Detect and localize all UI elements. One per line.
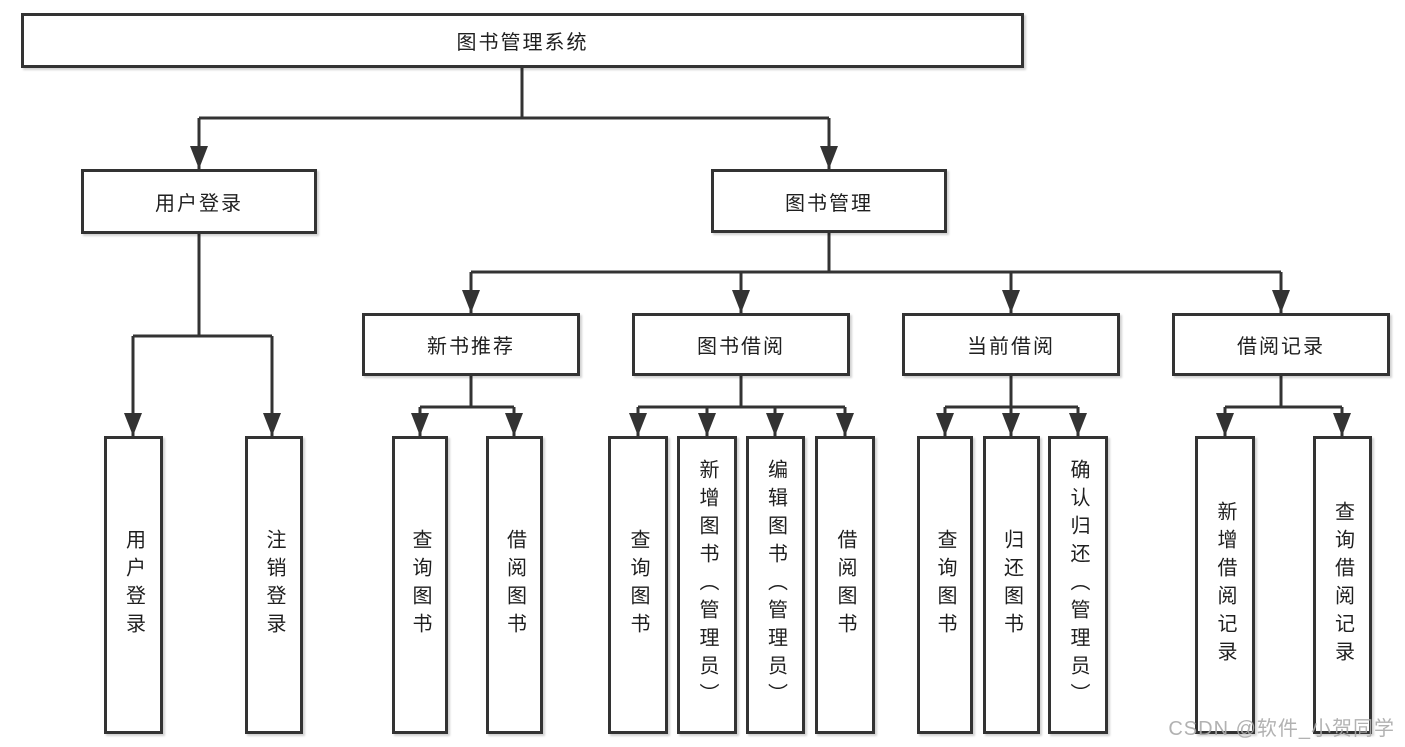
leaf-borrow-books-borrow-label: 借阅图书 — [834, 529, 856, 641]
leaf-query-borrow-record-label: 查询借阅记录 — [1331, 501, 1354, 669]
watermark: CSDN @软件_小贺同学 — [1168, 718, 1395, 740]
leaf-query-books-current-label: 查询图书 — [934, 529, 956, 641]
leaf-borrow-books-borrow: 借阅图书 — [815, 436, 875, 734]
node-root: 图书管理系统 — [21, 13, 1024, 68]
leaf-logout: 注销登录 — [245, 436, 303, 734]
leaf-confirm-return-admin: 确认归还（管理员） — [1048, 436, 1108, 734]
leaf-query-books-recommend-label: 查询图书 — [409, 529, 431, 641]
node-new-book-recommend: 新书推荐 — [362, 313, 580, 376]
leaf-confirm-return-admin-label: 确认归还（管理员） — [1067, 459, 1089, 711]
leaf-borrow-books-recommend: 借阅图书 — [486, 436, 543, 734]
leaf-user-login-label: 用户登录 — [122, 529, 145, 641]
leaf-edit-book-admin: 编辑图书（管理员） — [746, 436, 805, 734]
node-borrow-record-label: 借阅记录 — [1237, 336, 1325, 358]
leaf-add-borrow-record: 新增借阅记录 — [1195, 436, 1255, 734]
node-root-label: 图书管理系统 — [456, 32, 589, 54]
node-book-borrow: 图书借阅 — [632, 313, 850, 376]
node-book-management: 图书管理 — [711, 169, 947, 233]
node-new-book-recommend-label: 新书推荐 — [427, 336, 515, 358]
leaf-add-borrow-record-label: 新增借阅记录 — [1214, 501, 1236, 669]
leaf-query-books-borrow: 查询图书 — [608, 436, 668, 734]
node-book-borrow-label: 图书借阅 — [697, 336, 785, 358]
leaf-add-book-admin-label: 新增图书（管理员） — [696, 459, 718, 711]
node-book-management-label: 图书管理 — [785, 192, 873, 215]
leaf-query-books-current: 查询图书 — [917, 436, 973, 734]
leaf-borrow-books-recommend-label: 借阅图书 — [503, 529, 526, 641]
node-user-login: 用户登录 — [81, 169, 317, 234]
node-user-login-label: 用户登录 — [155, 193, 243, 215]
node-current-borrow: 当前借阅 — [902, 313, 1120, 376]
leaf-query-borrow-record: 查询借阅记录 — [1313, 436, 1372, 734]
node-current-borrow-label: 当前借阅 — [967, 336, 1055, 358]
leaf-user-login: 用户登录 — [104, 436, 163, 734]
leaf-query-books-recommend: 查询图书 — [392, 436, 448, 734]
node-borrow-record: 借阅记录 — [1172, 313, 1390, 376]
leaf-return-book: 归还图书 — [983, 436, 1040, 734]
leaf-logout-label: 注销登录 — [263, 529, 285, 641]
leaf-return-book-label: 归还图书 — [1000, 529, 1023, 641]
leaf-edit-book-admin-label: 编辑图书（管理员） — [764, 459, 787, 711]
leaf-add-book-admin: 新增图书（管理员） — [677, 436, 737, 734]
leaf-query-books-borrow-label: 查询图书 — [627, 529, 649, 641]
